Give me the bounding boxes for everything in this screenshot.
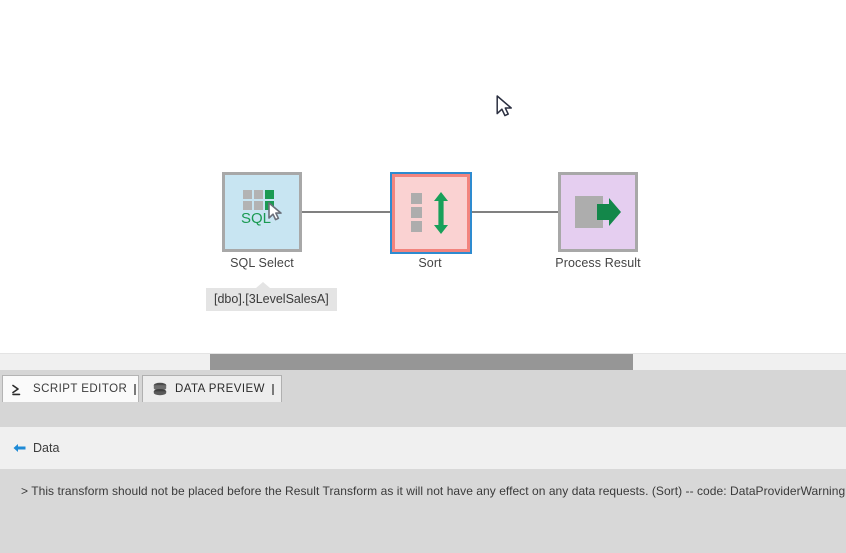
message-area: > This transform should not be placed be…: [0, 469, 846, 553]
restore-window-icon[interactable]: [271, 383, 274, 395]
breadcrumb[interactable]: Data: [0, 427, 846, 469]
tooltip-text: [dbo].[3LevelSalesA]: [214, 292, 329, 306]
back-arrow-icon[interactable]: [13, 442, 26, 454]
node-process-result-box[interactable]: [558, 172, 638, 252]
canvas-horizontal-scrollbar[interactable]: [0, 353, 846, 370]
node-process-result-label: Process Result: [555, 256, 641, 270]
process-result-icon: [573, 192, 623, 232]
tab-data-preview[interactable]: DATA PREVIEW: [142, 375, 282, 402]
node-process-result[interactable]: Process Result: [555, 172, 641, 270]
terminal-prompt-icon: [12, 383, 26, 396]
node-sort-selection-ring: [390, 172, 472, 254]
database-stack-icon: [152, 382, 168, 396]
double-arrow-icon: [434, 192, 448, 234]
connector-sort-to-process: [471, 211, 558, 213]
node-sort-label: Sort: [418, 256, 442, 270]
warning-message: > This transform should not be placed be…: [21, 484, 846, 498]
scrollbar-thumb[interactable]: [210, 354, 633, 370]
node-sql-select-tooltip: [dbo].[3LevelSalesA]: [206, 282, 337, 311]
tooltip-pointer-icon: [256, 282, 270, 288]
node-sort[interactable]: Sort: [390, 172, 472, 270]
pipeline-canvas[interactable]: SQL SQL Select Sort: [0, 0, 846, 353]
sort-arrows-icon: [409, 192, 453, 234]
tab-script-editor[interactable]: SCRIPT EDITOR: [2, 375, 139, 402]
node-sql-select-box[interactable]: SQL: [222, 172, 302, 252]
mouse-pointer-icon: [496, 95, 512, 117]
restore-window-icon[interactable]: [134, 383, 137, 395]
data-preview-panel: Data > This transform should not be plac…: [0, 402, 846, 553]
breadcrumb-data-label[interactable]: Data: [33, 441, 60, 455]
bottom-tabstrip: SCRIPT EDITOR DATA PREVIEW: [0, 370, 846, 402]
cursor-glyph-icon: [268, 202, 282, 221]
connector-sql-to-sort: [301, 211, 390, 213]
node-sql-select-label: SQL Select: [230, 256, 294, 270]
tab-data-preview-label: DATA PREVIEW: [175, 383, 265, 395]
node-sql-select[interactable]: SQL SQL Select: [222, 172, 302, 270]
sql-icon-text: SQL: [241, 210, 272, 227]
sql-grid-icon: SQL: [238, 188, 286, 236]
tab-script-editor-label: SCRIPT EDITOR: [33, 383, 128, 395]
node-sort-box[interactable]: [392, 174, 470, 252]
